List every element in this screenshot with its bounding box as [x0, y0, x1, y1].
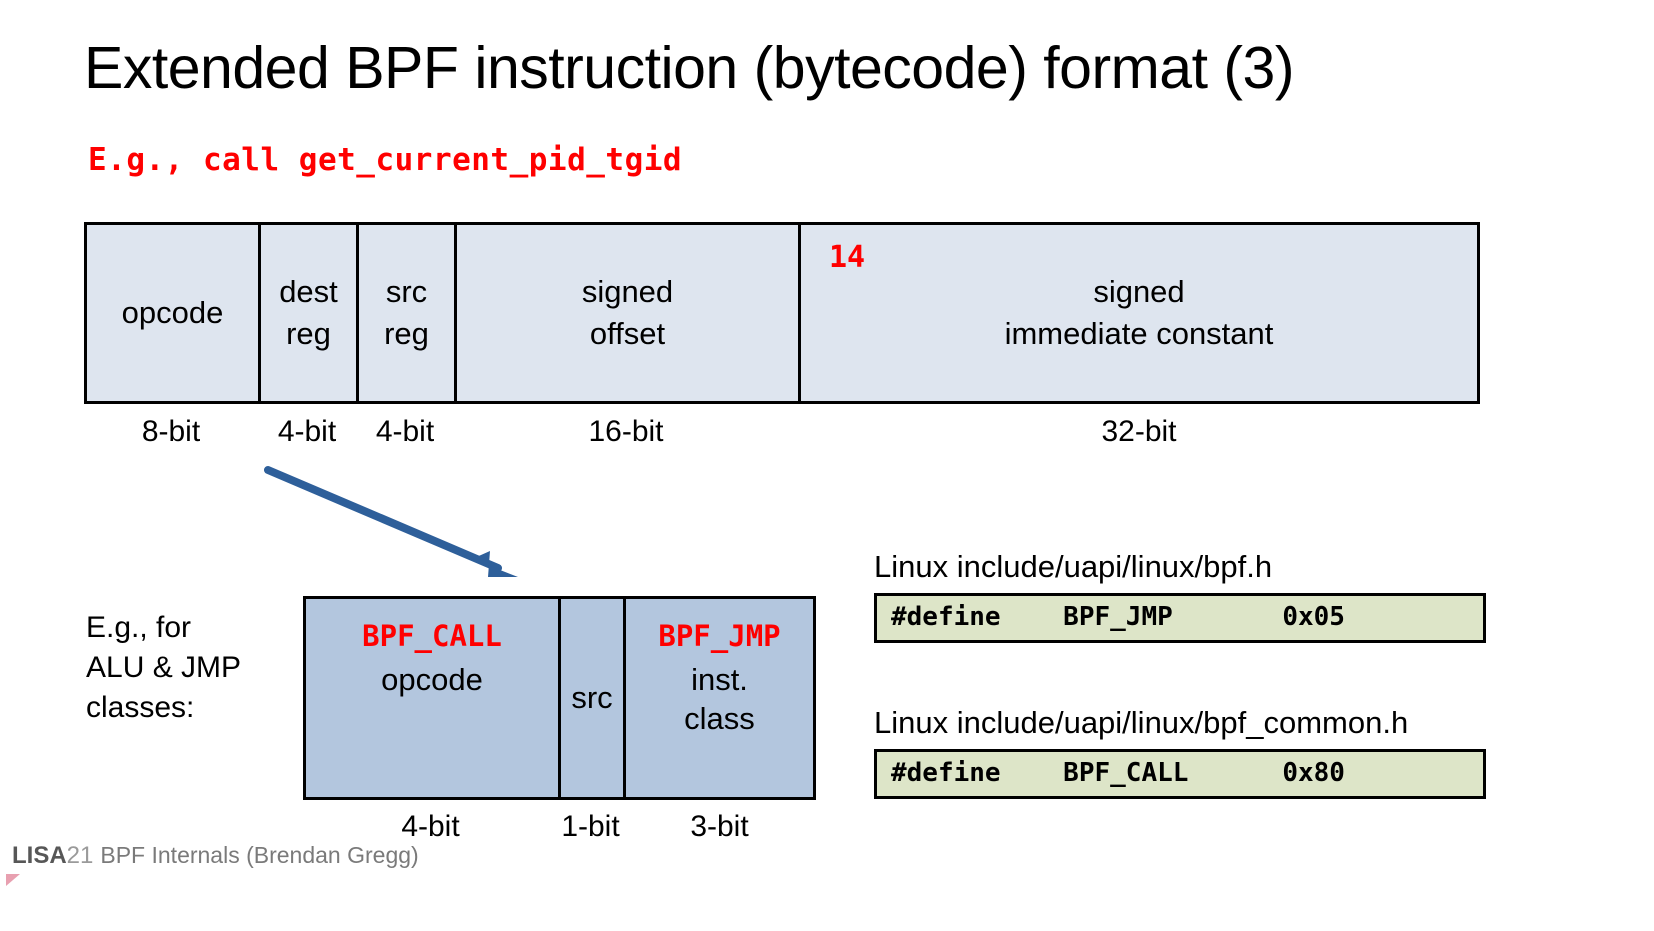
bits-signed-offset: 16-bit [588, 415, 664, 448]
instruction-bit-widths: 8-bit 4-bit 4-bit 16-bit 32-bit [84, 415, 1480, 461]
page-title: Extended BPF instruction (bytecode) form… [84, 35, 1294, 101]
bits-opcode-subfield: 4-bit [401, 810, 460, 843]
opcode-subfield-inst-class-label: inst. class [684, 661, 755, 739]
opcode-breakdown-table: BPF_CALL opcode src BPF_JMP inst. class [303, 596, 816, 800]
field-dest-reg-line2: reg [286, 316, 331, 351]
bits-immediate-constant: 32-bit [1101, 415, 1177, 448]
opcode-subfield-src: src [561, 599, 626, 797]
footer-corner-mark-icon [6, 874, 20, 886]
bits-opcode: 8-bit [141, 415, 201, 448]
opcode-subfield-opcode-label: opcode [381, 662, 483, 698]
field-dest-reg-line1: dest [279, 274, 338, 310]
field-opcode-label: opcode [121, 295, 224, 331]
field-signed-offset: signed offset [457, 225, 801, 401]
source-reference-bpf-h-caption: Linux include/uapi/linux/bpf.h [874, 549, 1273, 584]
field-dest-reg-label: dest reg [279, 271, 338, 355]
field-immediate-constant-label: signed immediate constant [1005, 271, 1274, 355]
opcode-subfield-inst-class: BPF_JMP inst. class [626, 599, 813, 797]
field-immediate-constant-line2: immediate constant [1004, 316, 1274, 351]
footer-year: 21 [66, 842, 94, 869]
opcode-subfield-opcode: BPF_CALL opcode [306, 599, 561, 797]
example-class-label-line2: ALU & JMP [86, 650, 242, 684]
example-instruction-subtitle: E.g., call get_current_pid_tgid [88, 142, 683, 178]
source-reference-bpf-h-code: #define BPF_JMP 0x05 [874, 593, 1486, 644]
bits-inst-class-subfield: 3-bit [690, 810, 749, 843]
field-signed-offset-line1: signed [581, 274, 674, 310]
immediate-value-annotation: 14 [829, 240, 866, 275]
source-reference-bpf-h: Linux include/uapi/linux/bpf.h #define B… [874, 548, 1486, 644]
field-src-reg-label: src reg [384, 271, 429, 355]
bits-src-subfield: 1-bit [561, 810, 620, 843]
bits-dest-reg: 4-bit [277, 415, 337, 448]
opcode-subfield-inst-class-value: BPF_JMP [658, 619, 781, 653]
footer-text: BPF Internals (Brendan Gregg) [100, 842, 419, 868]
example-class-label: E.g., for ALU & JMP classes: [86, 608, 301, 728]
opcode-subfield-src-label: src [571, 679, 613, 715]
field-dest-reg: dest reg [261, 225, 359, 401]
opcode-breakdown-arrow-icon [264, 466, 518, 577]
field-src-reg-line2: reg [384, 316, 429, 351]
opcode-subfield-inst-class-line1: inst. [691, 662, 748, 698]
field-signed-offset-label: signed offset [582, 271, 673, 355]
field-src-reg-line1: src [385, 274, 428, 310]
field-src-reg: src reg [359, 225, 457, 401]
source-reference-bpf-common-h: Linux include/uapi/linux/bpf_common.h #d… [874, 704, 1486, 800]
source-reference-bpf-common-h-caption: Linux include/uapi/linux/bpf_common.h [874, 705, 1409, 740]
field-opcode: opcode [87, 225, 261, 401]
example-class-label-line1: E.g., for [86, 611, 192, 644]
instruction-format-table: opcode dest reg src reg signed offset 14… [84, 222, 1480, 404]
footer-brand: LISA [12, 842, 67, 869]
opcode-bit-widths: 4-bit 1-bit 3-bit [303, 810, 816, 852]
source-reference-bpf-common-h-code: #define BPF_CALL 0x80 [874, 749, 1486, 800]
bits-src-reg: 4-bit [375, 415, 435, 448]
field-immediate-constant: 14 signed immediate constant [801, 225, 1477, 401]
field-immediate-constant-line1: signed [1093, 274, 1185, 310]
example-class-label-line3: classes: [86, 690, 195, 724]
opcode-subfield-inst-class-line2: class [684, 701, 755, 737]
opcode-subfield-opcode-value: BPF_CALL [362, 619, 502, 653]
field-signed-offset-line2: offset [589, 316, 666, 351]
